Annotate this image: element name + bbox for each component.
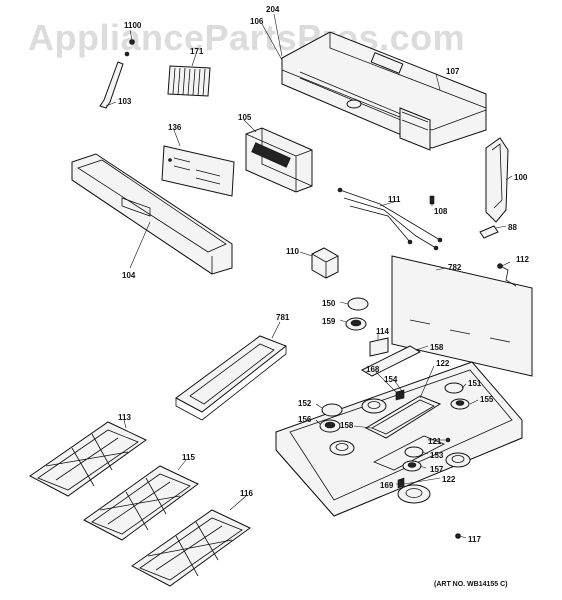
label-103: 103	[118, 97, 132, 106]
part-782-rear-panel[interactable]	[391, 255, 533, 377]
part-168-igniter[interactable]	[395, 389, 405, 401]
part-113-grate-left[interactable]	[29, 421, 147, 497]
label-781: 781	[276, 313, 290, 322]
label-153: 153	[430, 451, 444, 460]
label-116: 116	[240, 489, 253, 498]
label-110: 110	[286, 247, 299, 256]
label-122-bottom: 122	[442, 475, 456, 484]
label-204: 204	[266, 5, 280, 14]
label-107: 107	[446, 67, 460, 76]
label-122-top: 122	[436, 359, 450, 368]
part-100-side-trim[interactable]	[485, 137, 509, 223]
label-158-burner: 158	[340, 421, 354, 430]
part-157-burner-head[interactable]	[402, 460, 422, 472]
part-104-control-panel[interactable]	[71, 153, 233, 275]
label-157: 157	[430, 465, 444, 474]
part-108-screw[interactable]	[429, 195, 435, 205]
part-115-grate-center[interactable]	[83, 465, 199, 541]
part-155-burner-head[interactable]	[450, 398, 470, 410]
part-107-backsplash-assembly[interactable]	[281, 31, 487, 151]
label-111: 111	[388, 195, 401, 204]
label-782: 782	[448, 263, 462, 272]
label-106: 106	[250, 17, 264, 26]
cooktop-center-well	[373, 435, 445, 471]
part-116-grate-right[interactable]	[131, 509, 251, 587]
label-169: 169	[380, 481, 394, 490]
part-103-rod[interactable]	[99, 61, 124, 109]
label-136: 136	[168, 123, 182, 132]
part-burner-right-front[interactable]	[445, 452, 471, 468]
part-114-bracket[interactable]	[369, 337, 389, 357]
art-number: (ART NO. WB14155 C)	[434, 581, 508, 588]
label-151: 151	[468, 379, 482, 388]
label-168: 168	[366, 365, 380, 374]
watermark-text: AppliancePartsPros.com	[28, 17, 465, 58]
label-121: 121	[428, 437, 442, 446]
part-121-screw[interactable]	[445, 437, 451, 443]
part-171-vent-grille[interactable]	[167, 65, 211, 97]
label-171: 171	[190, 47, 204, 56]
part-781-griddle[interactable]	[175, 335, 288, 421]
part-110-switch[interactable]	[311, 247, 339, 279]
label-156: 156	[298, 415, 312, 424]
label-114: 114	[376, 327, 389, 336]
part-169-igniter[interactable]	[397, 477, 405, 489]
label-117: 117	[468, 535, 481, 544]
label-100: 100	[514, 173, 528, 182]
label-108: 108	[434, 207, 448, 216]
label-113: 113	[118, 413, 131, 422]
part-156-burner-head[interactable]	[319, 419, 341, 433]
label-88: 88	[508, 223, 517, 232]
label-115: 115	[182, 453, 195, 462]
part-117-screw[interactable]	[455, 533, 461, 539]
part-111-wire-harness[interactable]	[337, 187, 443, 251]
part-152-burner-cap[interactable]	[321, 403, 343, 417]
label-154: 154	[384, 375, 398, 384]
part-151-burner-cap[interactable]	[444, 382, 464, 394]
label-1100: 1100	[124, 21, 142, 30]
part-105-control-board[interactable]	[245, 127, 313, 193]
part-112-wire[interactable]	[497, 263, 517, 287]
part-158-center-cover[interactable]	[360, 345, 422, 377]
part-150-burner-cap[interactable]	[347, 297, 369, 311]
label-105: 105	[238, 113, 252, 122]
part-136-control-overlay[interactable]	[161, 145, 235, 197]
leader-lines	[105, 13, 513, 539]
label-112: 112	[516, 255, 529, 264]
part-159-burner-head[interactable]	[345, 317, 367, 331]
label-104: 104	[122, 271, 136, 280]
label-150: 150	[322, 299, 336, 308]
part-153-burner-cap[interactable]	[404, 446, 424, 458]
label-152: 152	[298, 399, 312, 408]
part-88-clip[interactable]	[479, 225, 499, 239]
part-burner-left-front[interactable]	[329, 440, 355, 456]
part-122-oval-burner[interactable]	[364, 395, 442, 439]
label-155: 155	[480, 395, 494, 404]
label-159: 159	[322, 317, 336, 326]
label-158-cover: 158	[430, 343, 444, 352]
part-burner-left-rear[interactable]	[361, 398, 387, 414]
part-burner-front-large[interactable]	[397, 484, 431, 504]
